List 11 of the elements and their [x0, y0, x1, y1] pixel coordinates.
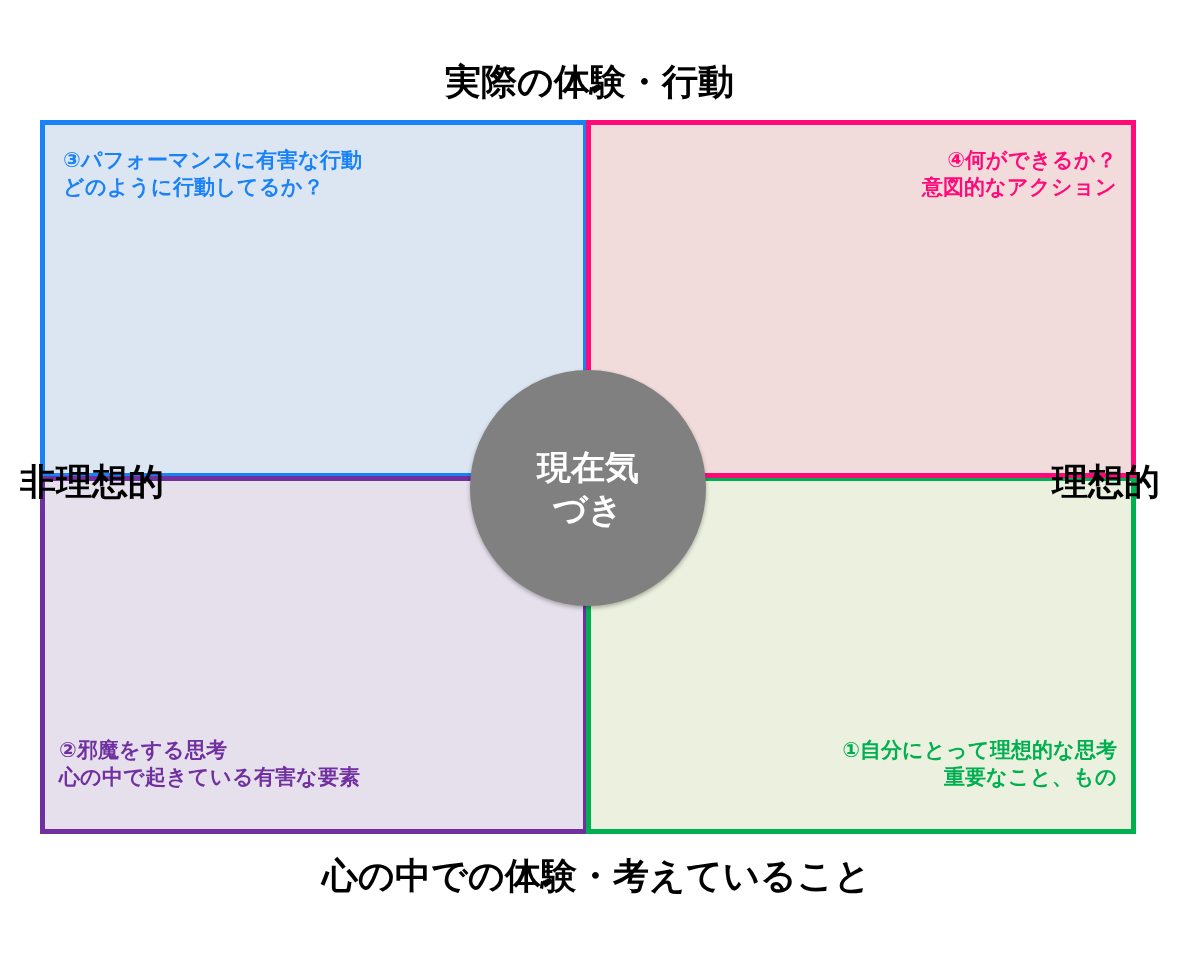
axis-label: 実際の体験・行動 — [444, 60, 734, 104]
quadrant-description: 重要なこと、もの — [944, 764, 1117, 791]
quadrant-heading: ②邪魔をする思考 — [59, 737, 227, 764]
circle-label: 現在気づき — [535, 446, 640, 530]
axis-label: 心の中での体験・考えていること — [321, 854, 871, 898]
quadrant-heading: ④何ができるか？ — [947, 147, 1117, 174]
quadrant-description: 意図的なアクション — [922, 174, 1117, 201]
quadrant-heading: ①自分にとって理想的な思考 — [842, 737, 1117, 764]
quadrant-description: 心の中で起きている有害な要素 — [59, 764, 360, 791]
quadrant-heading: ③パフォーマンスに有害な行動 — [63, 147, 362, 174]
quadrant-description: どのように行動してるか？ — [63, 174, 324, 201]
